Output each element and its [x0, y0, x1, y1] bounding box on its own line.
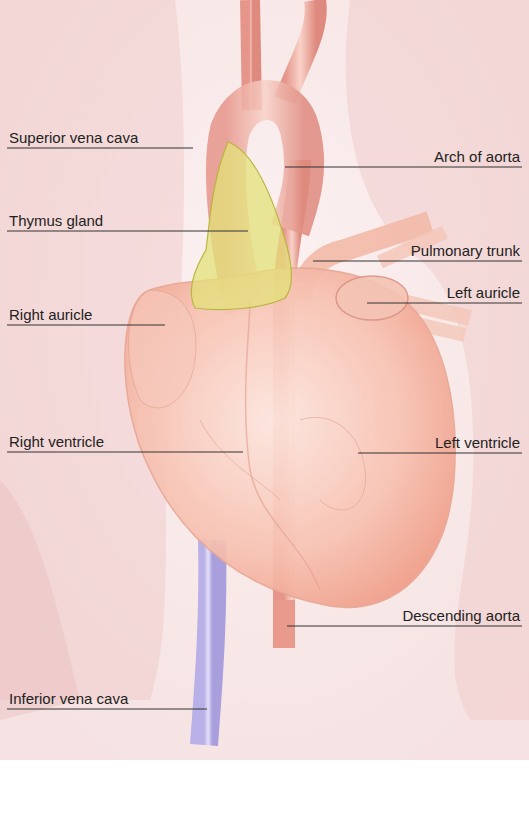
lung-shadow [0, 480, 80, 720]
leader-line [7, 325, 165, 326]
part-label: Inferior vena cava [8, 690, 129, 708]
right-auricle [129, 290, 196, 408]
thymus-gland [191, 142, 291, 310]
leader-line [285, 167, 522, 168]
leader-line [358, 453, 522, 454]
part-label: Arch of aorta [433, 148, 521, 166]
part-label: Superior vena cava [8, 129, 139, 147]
chest-background [0, 0, 529, 760]
inferior-vena-cava [204, 540, 212, 745]
leader-line [7, 452, 243, 453]
leader-line [7, 148, 193, 149]
heart [125, 268, 455, 607]
interventricular-groove [246, 300, 320, 590]
leader-line [7, 709, 207, 710]
part-label: Thymus gland [8, 212, 104, 230]
descending-aorta-end [273, 600, 295, 648]
leader-line [7, 231, 248, 232]
part-label: Right auricle [8, 306, 93, 324]
left-auricle [336, 276, 408, 320]
heart-detail [300, 417, 366, 510]
part-label: Pulmonary trunk [410, 242, 521, 260]
heart-detail [200, 420, 280, 500]
left-subclavian [285, 0, 316, 100]
leader-line [313, 261, 522, 262]
leader-line [367, 303, 522, 304]
part-label: Right ventricle [8, 433, 105, 451]
part-label: Left auricle [446, 284, 521, 302]
leader-lines [7, 148, 522, 709]
leader-line [287, 626, 522, 627]
part-label: Left ventricle [434, 434, 521, 452]
part-label: Descending aorta [401, 607, 521, 625]
